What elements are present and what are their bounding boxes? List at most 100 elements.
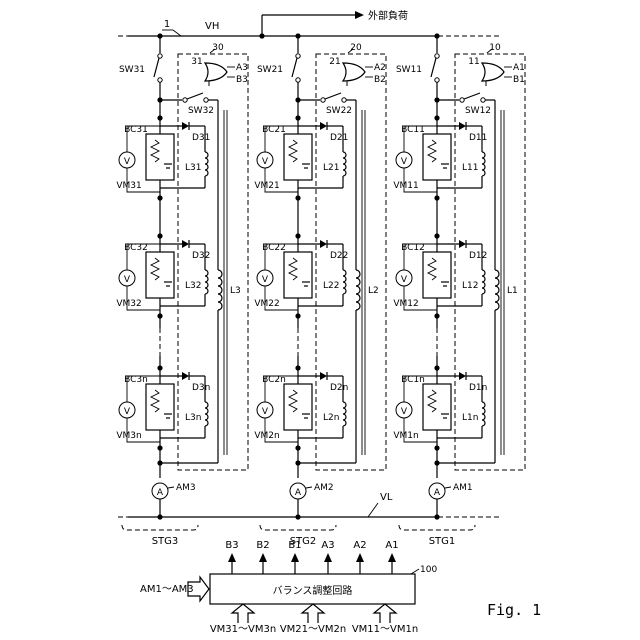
balance-module-ref: 20: [350, 43, 362, 53]
gate-input-b-label: B3: [236, 75, 248, 85]
voltmeter-symbol: V: [124, 275, 131, 285]
ammeter-label: AM2: [314, 483, 334, 493]
output-arrow: [324, 553, 332, 562]
main-switch-label: SW31: [119, 65, 145, 75]
or-gate: [205, 63, 227, 81]
battery-cell-box: [423, 134, 451, 180]
diode-label: D31: [192, 133, 210, 143]
voltmeter-label: VM31: [116, 181, 141, 191]
cell-inductor-coil: [343, 288, 346, 294]
bypass-switch-label: SW12: [465, 106, 491, 116]
cell-resistor: [428, 390, 436, 412]
junction-dot: [157, 115, 162, 120]
bypass-switch-blade: [325, 93, 341, 99]
battery-cell-label: BC22: [262, 243, 286, 253]
bottom-input-arrow: [232, 604, 254, 623]
output-label-a3: A3: [321, 540, 334, 551]
junction-dot: [295, 233, 300, 238]
voltmeter-label: VM21: [254, 181, 279, 191]
cell-inductor-coil: [343, 152, 346, 158]
cell-inductor-coil: [482, 158, 485, 164]
bypass-switch-blade: [464, 93, 480, 99]
or-gate: [343, 63, 365, 81]
cell-inductor-label: L31: [185, 163, 201, 173]
left-input-label: AM1～AM3: [140, 584, 194, 595]
output-arrow: [291, 553, 299, 562]
diode-icon: [320, 122, 327, 130]
stage-bracket: [260, 525, 336, 530]
cell-inductor-label: L22: [323, 281, 339, 291]
main-switch-label: SW11: [396, 65, 422, 75]
junction-dot: [157, 460, 162, 465]
battery-cell-label: BC12: [401, 243, 425, 253]
cell-inductor-label: L3n: [185, 413, 201, 423]
bypass-switch-label: SW22: [326, 106, 352, 116]
cell-inductor-coil: [205, 164, 208, 170]
figure-label: Fig. 1: [487, 601, 541, 619]
junction-dot: [434, 460, 439, 465]
bottom-input-label: VM31～VM3n: [210, 624, 276, 635]
output-label-a1: A1: [385, 540, 398, 551]
bus-inductor-coil: [356, 302, 360, 310]
cell-inductor-coil: [205, 152, 208, 158]
bus-inductor-coil: [218, 294, 222, 302]
junction-dot: [434, 233, 439, 238]
bottom-input-label: VM21～VM2n: [280, 624, 346, 635]
main-switch-label: SW21: [257, 65, 283, 75]
cell-resistor: [151, 258, 159, 280]
diode-label: D12: [469, 251, 487, 261]
battery-cell-box: [284, 134, 312, 180]
bus-inductor-coil: [218, 278, 222, 286]
vl-leader: [368, 503, 378, 517]
cell-inductor-coil: [482, 408, 485, 414]
battery-cell-label: BC32: [124, 243, 148, 253]
battery-cell-label: BC1n: [401, 375, 425, 385]
battery-cell-box: [146, 134, 174, 180]
stage-bracket: [399, 525, 475, 530]
diode-icon: [182, 122, 189, 130]
junction-dot: [295, 313, 300, 318]
bus-inductor-coil: [356, 294, 360, 302]
diode-label: D32: [192, 251, 210, 261]
or-gate: [482, 63, 504, 81]
junction-dot: [434, 365, 439, 370]
cell-resistor: [289, 140, 297, 162]
cell-inductor-coil: [205, 270, 208, 276]
diode-label: D3n: [192, 383, 210, 393]
voltmeter-label: VM32: [116, 299, 141, 309]
junction-dot: [434, 115, 439, 120]
balance-module-box: [178, 54, 248, 470]
ammeter-label: AM3: [176, 483, 196, 493]
controller-leader: [411, 569, 419, 574]
junction-dot: [157, 365, 162, 370]
gate-input-a-label: A1: [513, 63, 525, 73]
switch-contact: [460, 98, 464, 102]
cell-inductor-coil: [205, 420, 208, 426]
junction-dot: [434, 313, 439, 318]
cell-resistor: [151, 390, 159, 412]
cell-inductor-coil: [343, 170, 346, 176]
cell-inductor-coil: [482, 288, 485, 294]
output-label-b3: B3: [225, 540, 238, 551]
bus-inductor-label: L3: [230, 286, 241, 296]
diode-label: D11: [469, 133, 487, 143]
cell-inductor-coil: [343, 276, 346, 282]
voltmeter-symbol: V: [262, 157, 269, 167]
junction-dot: [434, 514, 439, 519]
vh-label: VH: [205, 21, 219, 32]
bus-inductor-coil: [218, 302, 222, 310]
diode-label: D22: [330, 251, 348, 261]
battery-cell-box: [423, 384, 451, 430]
cell-resistor: [289, 390, 297, 412]
voltmeter-label: VM2n: [254, 431, 279, 441]
line-ref-leader: [173, 30, 181, 36]
diode-icon: [459, 240, 466, 248]
voltmeter-symbol: V: [124, 157, 131, 167]
cell-inductor-coil: [205, 288, 208, 294]
gate-ref-label: 11: [468, 57, 479, 67]
balance-module-ref: 30: [212, 43, 224, 53]
components: [119, 11, 525, 623]
switch-contact: [342, 98, 346, 102]
balance-module-box: [455, 54, 525, 470]
battery-cell-box: [284, 252, 312, 298]
